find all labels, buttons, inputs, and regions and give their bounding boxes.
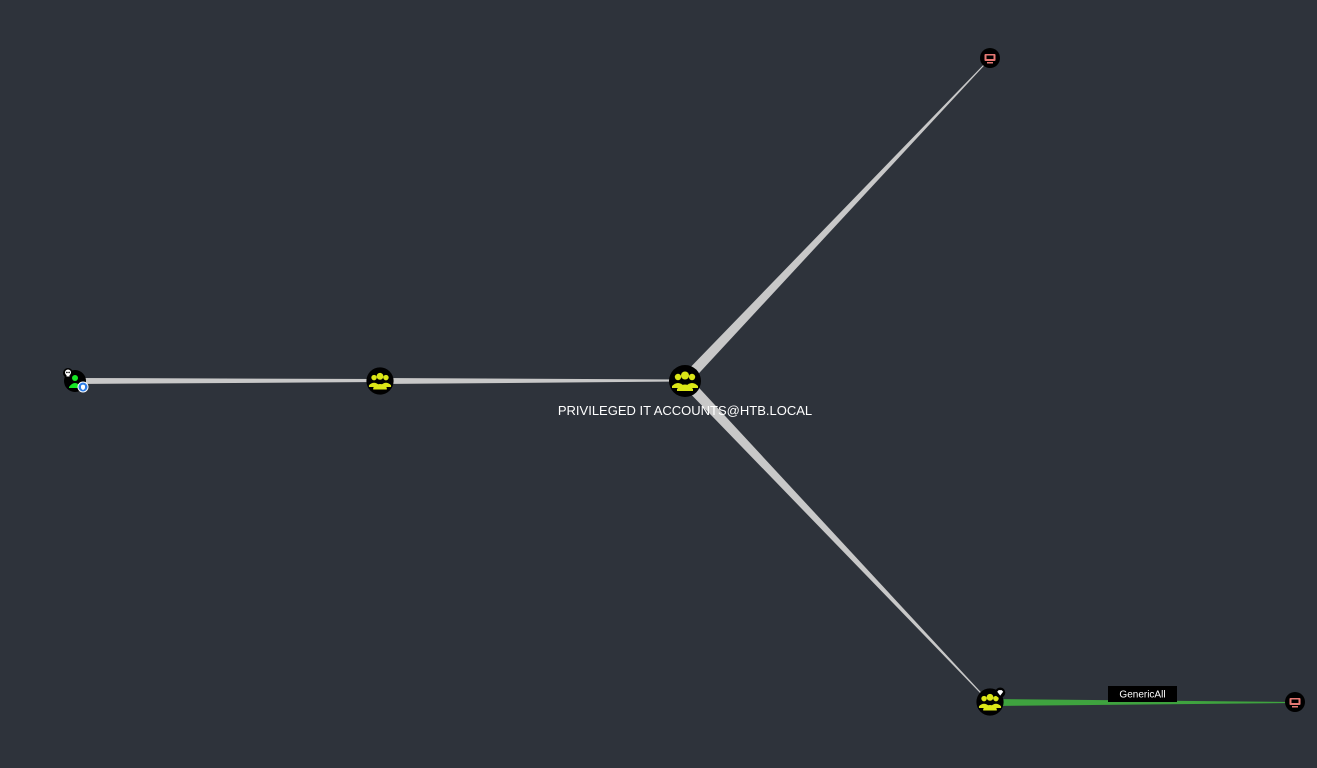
- edge-privileged-to-computer-top[interactable]: [681, 58, 991, 384]
- edge-user-to-group1[interactable]: [75, 378, 380, 384]
- group-icon: [669, 365, 701, 397]
- user-icon: [72, 375, 78, 381]
- skull-icon: [63, 368, 73, 378]
- group-icon: [366, 367, 394, 395]
- group-node-privileged[interactable]: [669, 365, 701, 397]
- edge-group1-to-privileged[interactable]: [380, 378, 685, 384]
- edges: [75, 58, 1295, 706]
- edge-privileged-to-group-bottom[interactable]: [681, 377, 990, 703]
- node-label-privileged: PRIVILEGED IT ACCOUNTS@HTB.LOCAL: [558, 403, 812, 418]
- computer-node-top[interactable]: [980, 48, 1000, 68]
- computer-node-bottom[interactable]: [1285, 692, 1305, 712]
- group-node-bottom[interactable]: [976, 687, 1006, 716]
- edge-label-genericall[interactable]: GenericAll: [1108, 686, 1177, 702]
- user-node[interactable]: [63, 368, 89, 393]
- group-node-1[interactable]: [366, 367, 394, 395]
- shield-icon: [77, 381, 89, 393]
- edge-genericall[interactable]: [990, 699, 1295, 706]
- computer-icon: [984, 54, 996, 64]
- diamond-icon: [995, 687, 1006, 698]
- computer-icon: [1289, 698, 1301, 708]
- edge-label-text: GenericAll: [1119, 690, 1165, 701]
